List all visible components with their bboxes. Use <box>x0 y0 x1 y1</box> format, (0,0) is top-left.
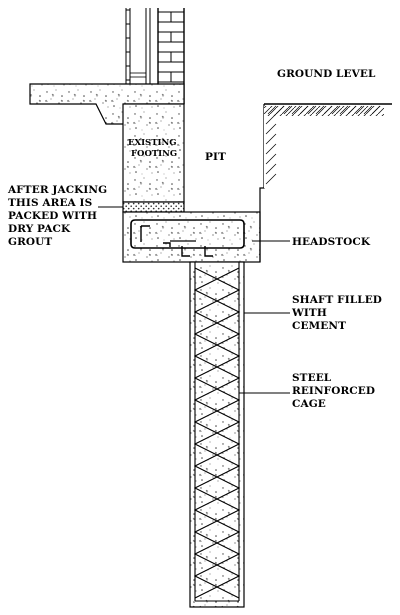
reinforced-cage <box>193 262 241 602</box>
headstock-callout: HEADSTOCK <box>252 236 371 248</box>
pit-label: PIT <box>205 151 226 163</box>
svg-text:CAGE: CAGE <box>292 398 326 410</box>
existing-footing <box>122 103 185 203</box>
dry-pack-grout <box>122 201 185 213</box>
ground-level-label: GROUND LEVEL <box>277 68 376 80</box>
svg-text:THIS AREA IS: THIS AREA IS <box>8 197 92 209</box>
steel-cage-callout: STEEL REINFORCED CAGE <box>239 372 375 410</box>
pile-shaft <box>189 261 245 608</box>
svg-text:AFTER JACKING: AFTER JACKING <box>7 184 107 196</box>
existing-footing-label-line2: FOOTING <box>131 149 177 159</box>
pit-excavation <box>259 103 392 262</box>
svg-text:GROUT: GROUT <box>8 236 52 248</box>
svg-text:CEMENT: CEMENT <box>292 320 346 332</box>
headstock-reinforcement <box>130 219 245 257</box>
svg-text:WITH: WITH <box>291 307 327 319</box>
shaft-callout: SHAFT FILLED WITH CEMENT <box>244 294 382 332</box>
svg-text:SHAFT FILLED: SHAFT FILLED <box>292 294 382 306</box>
svg-text:REINFORCED: REINFORCED <box>292 385 375 397</box>
existing-wall <box>125 8 151 85</box>
existing-footing-label-line1: EXISTING <box>128 138 177 148</box>
after-jacking-note: AFTER JACKING THIS AREA IS PACKED WITH D… <box>7 184 123 248</box>
svg-text:PACKED WITH: PACKED WITH <box>8 210 97 222</box>
headstock-label: HEADSTOCK <box>292 236 371 248</box>
svg-text:STEEL: STEEL <box>292 372 332 384</box>
svg-text:DRY PACK: DRY PACK <box>8 223 71 235</box>
